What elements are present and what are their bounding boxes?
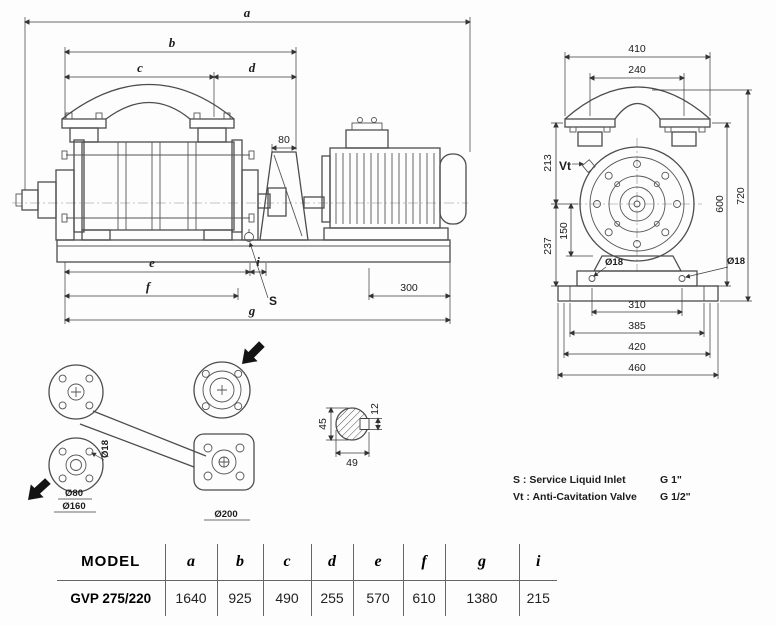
dia-80-label: Ø80 bbox=[65, 488, 83, 499]
col-header-b: b bbox=[216, 544, 263, 581]
col-header-i: i bbox=[518, 544, 557, 581]
value-i: 215 bbox=[518, 580, 557, 616]
dim-f-label: f bbox=[146, 279, 152, 294]
dim-240-label: 240 bbox=[628, 64, 646, 76]
legend-service-inlet-size: G 1" bbox=[660, 474, 682, 486]
dim-310-label: 310 bbox=[628, 299, 646, 311]
col-header-c: c bbox=[262, 544, 311, 581]
dia-18-label: Ø18 bbox=[100, 440, 111, 458]
dim-c-label: c bbox=[137, 60, 143, 75]
dim-b-label: b bbox=[169, 35, 176, 50]
dim-720-label: 720 bbox=[735, 187, 747, 205]
legend: S : Service Liquid Inlet G 1" Vt : Anti-… bbox=[513, 474, 691, 503]
value-e: 570 bbox=[352, 580, 403, 616]
shaft-detail: 45 49 12 bbox=[317, 403, 382, 469]
dim-420-label: 420 bbox=[628, 341, 646, 353]
bottom-view: Ø18 Ø80 Ø160 Ø200 bbox=[28, 341, 265, 521]
dia-18-right-label: Ø18 bbox=[727, 256, 745, 267]
service-inlet-callout: S bbox=[269, 294, 277, 308]
dim-49-label: 49 bbox=[346, 457, 358, 469]
technical-drawing: a b c d 80 e i f g 300 S bbox=[12, 5, 752, 521]
col-header-model: MODEL bbox=[57, 544, 165, 581]
dim-d-label: d bbox=[249, 60, 256, 75]
col-header-f: f bbox=[402, 544, 445, 581]
legend-anti-cavitation-size: G 1/2" bbox=[660, 491, 691, 503]
dia-200-label: Ø200 bbox=[214, 509, 237, 520]
model-name: GVP 275/220 bbox=[70, 590, 152, 606]
end-view: Vt Ø18 Ø18 410 240 213 237 150 600 720 bbox=[542, 43, 752, 379]
dim-80-label: 80 bbox=[278, 134, 290, 146]
col-header-g: g bbox=[444, 544, 519, 581]
dim-410-label: 410 bbox=[628, 43, 646, 55]
dim-237-label: 237 bbox=[542, 237, 554, 255]
dim-12-label: 12 bbox=[369, 403, 381, 415]
dim-213-label: 213 bbox=[542, 154, 554, 172]
dim-300-label: 300 bbox=[400, 282, 418, 294]
dim-a-label: a bbox=[244, 5, 251, 20]
dim-e-label: e bbox=[149, 255, 155, 270]
dim-150-label: 150 bbox=[558, 222, 570, 240]
value-f: 610 bbox=[402, 580, 445, 616]
table-header-row: MODEL a b c d e f g i bbox=[57, 544, 557, 581]
value-d: 255 bbox=[310, 580, 353, 616]
view-direction-arrow-top bbox=[242, 341, 265, 364]
dia-18-left-label: Ø18 bbox=[605, 257, 623, 268]
dim-385-label: 385 bbox=[628, 320, 646, 332]
legend-anti-cavitation: Vt : Anti-Cavitation Valve bbox=[513, 491, 637, 503]
col-header-d: d bbox=[310, 544, 353, 581]
dia-160-label: Ø160 bbox=[62, 501, 85, 512]
dim-g-label: g bbox=[248, 303, 256, 318]
view-direction-arrow-bottom bbox=[28, 478, 51, 500]
value-g: 1380 bbox=[444, 580, 519, 616]
value-a: 1640 bbox=[164, 580, 217, 616]
anti-cavitation-valve-callout: Vt bbox=[559, 159, 571, 173]
col-header-a: a bbox=[164, 544, 217, 581]
value-b: 925 bbox=[216, 580, 263, 616]
legend-service-inlet: S : Service Liquid Inlet bbox=[513, 474, 626, 486]
value-c: 490 bbox=[262, 580, 311, 616]
dim-460-label: 460 bbox=[628, 362, 646, 374]
table-row: GVP 275/220 1640 925 490 255 570 610 138… bbox=[57, 580, 557, 616]
dim-600-label: 600 bbox=[714, 195, 726, 213]
dim-i-label: i bbox=[256, 254, 260, 269]
dimension-table: MODEL a b c d e f g i GVP 275/220 1640 9… bbox=[57, 544, 557, 616]
dim-45-label: 45 bbox=[317, 418, 329, 430]
side-view: a b c d 80 e i f g 300 S bbox=[12, 5, 472, 324]
col-header-e: e bbox=[352, 544, 403, 581]
